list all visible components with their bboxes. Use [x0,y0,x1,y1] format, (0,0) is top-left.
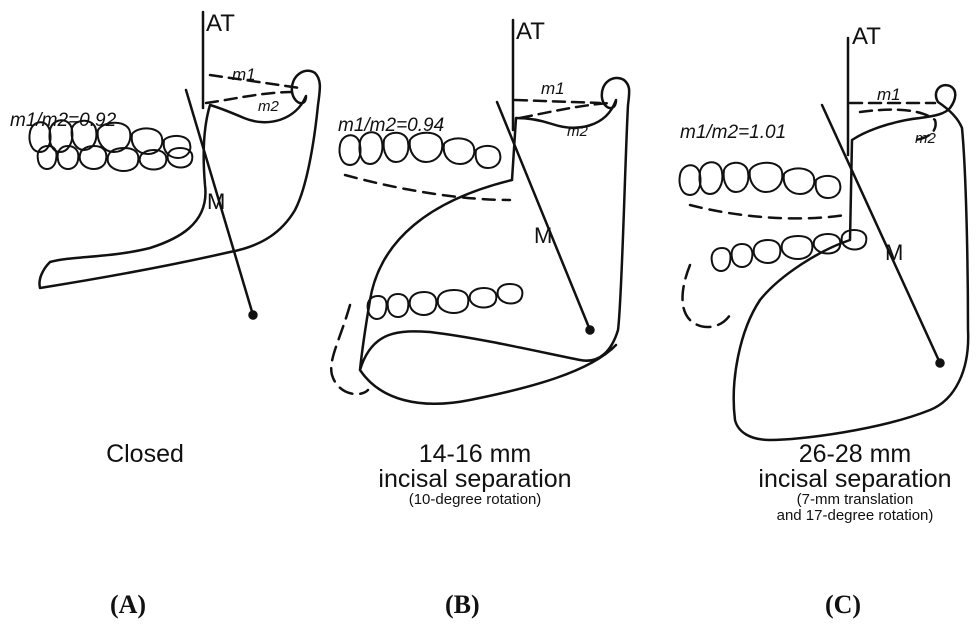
panel-a-m-point [250,312,257,319]
panel-a-m-label: M [207,189,225,214]
caption-b-line-1: incisal separation [350,467,600,492]
panel-a-m1-label: m1 [232,65,256,84]
caption-c-title: 26-28 mm [735,442,975,467]
caption-b-title: 14-16 mm [350,442,600,467]
panel-c-dashed-teeth [690,205,845,218]
panel-b-letter: (B) [445,590,480,620]
caption-b: 14-16 mm incisal separation (10-degree r… [350,442,600,508]
panel-b-m-point [587,327,594,334]
panel-c-m1-label: m1 [877,85,901,104]
panel-b-ratio: m1/m2=0.94 [338,115,444,136]
caption-c-line-2: (7-mm translation [735,492,975,508]
panel-c-m-label: M [885,240,903,265]
panel-c-m-point [937,360,944,367]
panel-c-ratio: m1/m2=1.01 [680,122,786,143]
panel-a-letter: (A) [110,590,146,620]
caption-a: Closed [60,442,230,467]
caption-c-line-1: incisal separation [735,467,975,492]
panel-b-m-label: M [534,223,552,248]
panel-a-m2-label: m2 [258,98,279,115]
caption-a-title: Closed [60,442,230,467]
panel-c-at-label: AT [852,23,881,50]
panel-c-drawing [679,38,968,440]
panel-b-drawing [331,20,629,404]
panel-b-teeth [339,132,522,319]
panel-b-m1-line [515,100,600,103]
caption-c: 26-28 mm incisal separation (7-mm transl… [735,442,975,524]
panel-b-m2-line [520,103,610,118]
panel-c-closed-outline [683,265,731,327]
panel-a-drawing [29,12,319,319]
panel-b-at-label: AT [516,18,545,45]
caption-b-line-2: (10-degree rotation) [350,492,600,508]
panel-a-ratio: m1/m2=0.92 [10,110,117,131]
panel-a-at-label: AT [206,10,235,37]
panel-c-letter: (C) [825,590,861,620]
panel-b-m2-label: m2 [567,123,588,140]
panel-b-m1-label: m1 [541,79,565,98]
panel-c-m2-label: m2 [915,130,936,147]
caption-c-line-3: and 17-degree rotation) [735,508,975,524]
panel-a-m2-line [206,92,292,103]
